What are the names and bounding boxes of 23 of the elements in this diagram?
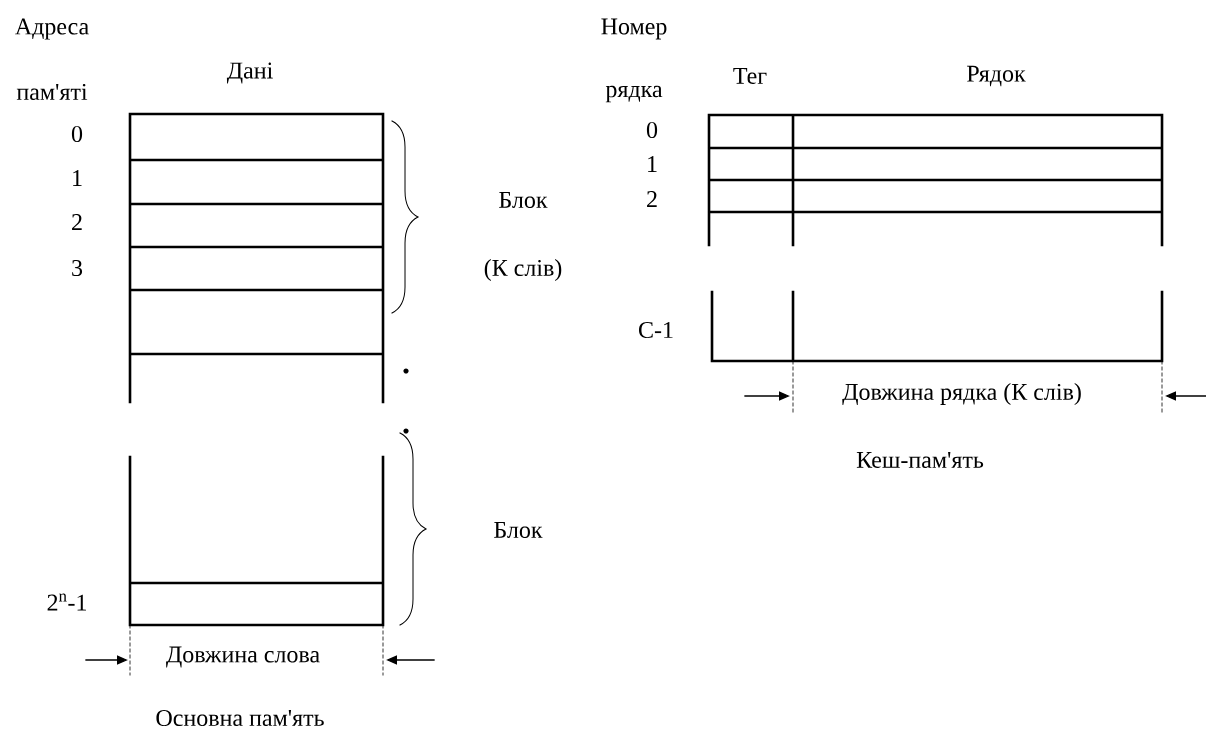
- caption: Кеш-пам'ять: [856, 452, 984, 468]
- heading-text: Номер: [601, 18, 667, 40]
- brace-label: Блок: [499, 192, 548, 208]
- brace-label: (К слів): [484, 259, 562, 281]
- address-number: 1: [73, 170, 82, 186]
- address-number: 2$^{n}$-1: [47, 593, 86, 611]
- dimension-label: Довжина слова: [166, 646, 320, 668]
- address-number: 0: [71, 125, 83, 143]
- caption: Основна пам'ять: [156, 709, 324, 727]
- row-number: С-1: [639, 321, 673, 339]
- row-number: 0: [646, 121, 658, 139]
- brace-label: Блок: [494, 522, 543, 538]
- heading-text: Адреса: [15, 18, 89, 40]
- column-heading: Дані: [226, 62, 273, 84]
- column-heading: Рядок: [967, 65, 1026, 87]
- heading-text: пам'яті: [16, 83, 88, 101]
- address-number: 3: [72, 259, 83, 277]
- address-number: 2: [72, 214, 82, 230]
- column-heading: Тег: [733, 68, 767, 84]
- heading-text: рядка: [605, 85, 663, 103]
- row-number: 2: [647, 191, 657, 207]
- row-number: 1: [648, 156, 657, 172]
- dimension-label: Довжина рядка (К слів): [842, 383, 1081, 405]
